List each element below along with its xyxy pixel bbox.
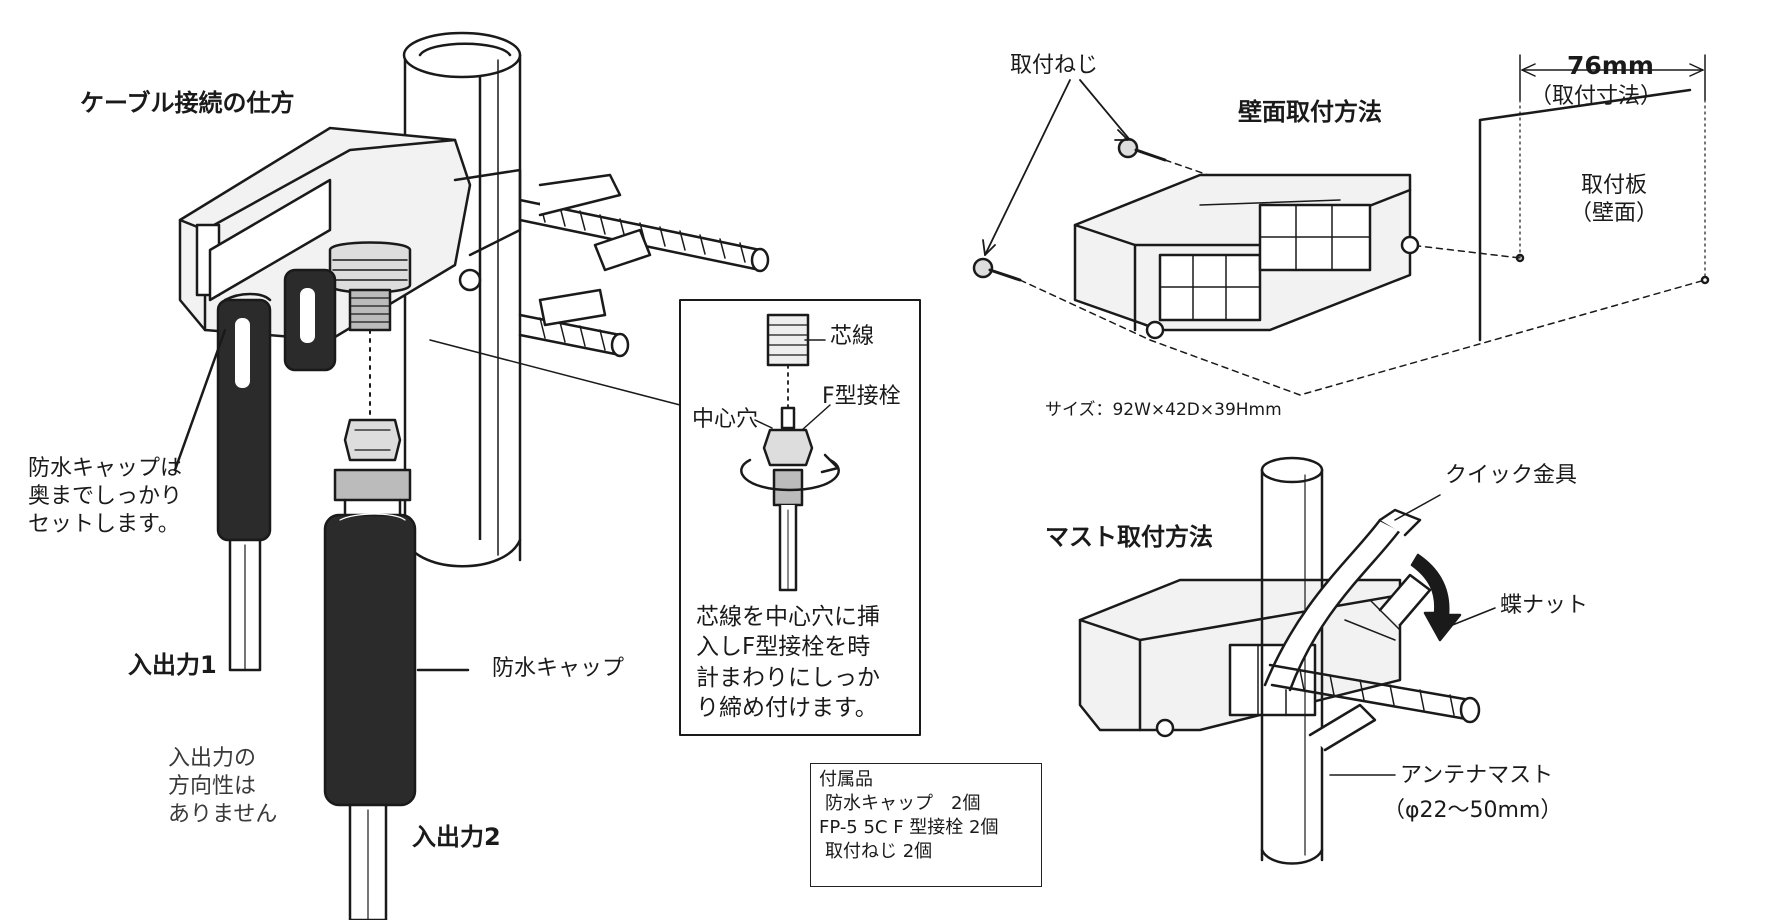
detail-panel — [679, 299, 921, 736]
direction-note-line-2: 方向性は — [168, 774, 257, 800]
mount-board-label: 取付板 （壁面） — [1570, 172, 1658, 228]
splitter-body — [178, 126, 522, 342]
size-label: サイズ：92W×42D×39Hmm — [1045, 400, 1282, 420]
detail-instruction-line-4: り締め付けます。 — [696, 695, 878, 722]
mount-board-line-2: （壁面） — [1570, 201, 1659, 227]
accessories-box: 付属品 防水キャップ 2個 FP-5 5C F 型接栓 2個 取付ねじ 2個 — [810, 763, 1042, 887]
wall-mount-illustration — [972, 54, 1710, 396]
f-plug-label: F型接栓 — [822, 384, 901, 409]
dimension-label: 76mm — [1567, 51, 1654, 80]
mast-mount-title: マスト取付方法 — [1045, 523, 1213, 551]
wall-screw-2 — [972, 257, 1022, 282]
wall-screw-1 — [1117, 137, 1167, 162]
cable-1 — [216, 268, 337, 672]
accessory-item: FP-5 5C F 型接栓 2個 — [819, 816, 999, 838]
butterfly-nut-label: 蝶ナット — [1500, 593, 1589, 618]
antenna-mast-label: アンテナマスト — [1400, 763, 1554, 788]
clamp-bolts — [518, 173, 770, 358]
direction-note: 入出力の 方向性は ありません — [168, 745, 277, 829]
cap-note-line-3: セットします。 — [28, 512, 180, 538]
mount-screw-label: 取付ねじ — [1010, 53, 1099, 78]
detail-instructions: 芯線を中心穴に挿 入しF型接栓を時 計まわりにしっか り締め付けます。 — [696, 602, 880, 723]
quick-bracket-label: クイック金具 — [1445, 463, 1578, 488]
dimension-note: （取付寸法） — [1530, 84, 1663, 109]
cable-connection-title: ケーブル接続の仕方 — [80, 89, 295, 117]
accessories-heading: 付属品 — [819, 769, 873, 790]
mast-range-label: （φ22～50mm） — [1383, 798, 1563, 823]
mast-mount-illustration — [1078, 456, 1496, 865]
left-mast — [402, 31, 522, 568]
mount-board-line-1: 取付板 — [1581, 173, 1648, 198]
direction-note-line-1: 入出力の — [168, 746, 257, 771]
detail-instruction-line-2: 入しF型接栓を時 — [696, 634, 871, 661]
cap-note-leader — [173, 328, 227, 472]
center-hole-label: 中心穴 — [692, 407, 759, 432]
accessory-item: 防水キャップ 2個 — [825, 792, 981, 814]
cap-note-line-2: 奥までしっかり — [28, 484, 183, 510]
cable-2 — [323, 329, 417, 920]
wall-mount-title: 壁面取付方法 — [1238, 98, 1382, 126]
direction-note-line-3: ありません — [168, 802, 278, 828]
waterproof-cap-label: 防水キャップ — [492, 656, 625, 681]
detail-instruction-line-1: 芯線を中心穴に挿 — [696, 604, 880, 630]
detail-instruction-line-3: 計まわりにしっか — [696, 664, 880, 691]
io2-label: 入出力2 — [412, 823, 501, 851]
waterproof-cap-note: 防水キャップは 奥までしっかり セットします。 — [28, 455, 182, 539]
accessory-item: 取付ねじ 2個 — [825, 840, 933, 862]
cap-note-line-1: 防水キャップは — [28, 456, 183, 481]
detail-callout-line — [429, 339, 681, 406]
core-wire-label: 芯線 — [830, 324, 875, 349]
io1-label: 入出力1 — [128, 651, 217, 679]
